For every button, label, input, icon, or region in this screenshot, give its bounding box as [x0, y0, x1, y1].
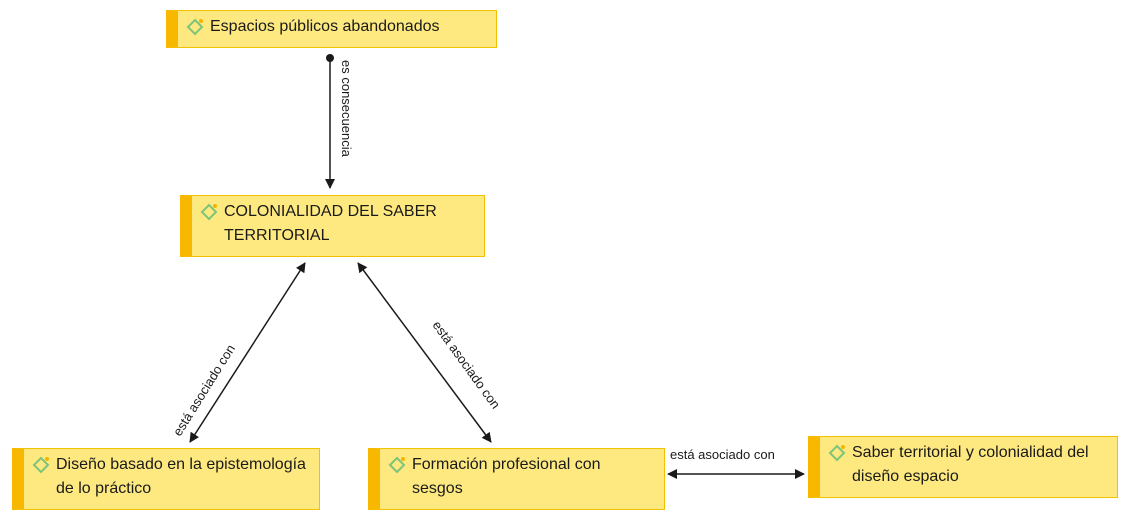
code-diamond-icon [186, 18, 204, 36]
node-label: Saber territorial y colonialidad del dis… [852, 444, 1089, 485]
code-diamond-icon [388, 456, 406, 474]
code-diamond-icon [32, 456, 50, 474]
code-node-formacion[interactable]: Formación profesional con sesgos [368, 448, 665, 510]
edge-asociado-formacion[interactable]: está asociado con [357, 262, 504, 443]
edge-label-asociado-diseno: está asociado con [170, 342, 238, 439]
code-diamond-icon [828, 444, 846, 462]
code-node-colonialidad[interactable]: COLONIALIDAD DEL SABER TERRITORIAL [180, 195, 485, 257]
edge-line-asociado-formacion[interactable] [357, 262, 492, 443]
node-label: Formación profesional con sesgos [412, 456, 601, 497]
code-node-saber-territorial[interactable]: Saber territorial y colonialidad del dis… [808, 436, 1118, 498]
edge-line-asociado-diseno[interactable] [189, 262, 306, 443]
node-label: Diseño basado en la epistemología de lo … [56, 456, 306, 497]
edge-label-asociado-saber: está asociado con [670, 447, 775, 462]
node-label: COLONIALIDAD DEL SABER TERRITORIAL [224, 203, 437, 244]
edge-es-consecuencia[interactable]: es consecuencia [325, 54, 354, 189]
edge-asociado-diseno[interactable]: está asociado con [170, 262, 306, 443]
edge-label-asociado-formacion: está asociado con [430, 318, 504, 412]
edge-label-es-consecuencia: es consecuencia [339, 60, 354, 158]
code-node-diseno[interactable]: Diseño basado en la epistemología de lo … [12, 448, 320, 510]
code-diamond-icon [200, 203, 218, 221]
node-label: Espacios públicos abandonados [210, 18, 440, 35]
code-node-espacios-publicos[interactable]: Espacios públicos abandonados [166, 10, 497, 48]
edge-asociado-saber[interactable]: está asociado con [667, 447, 805, 479]
